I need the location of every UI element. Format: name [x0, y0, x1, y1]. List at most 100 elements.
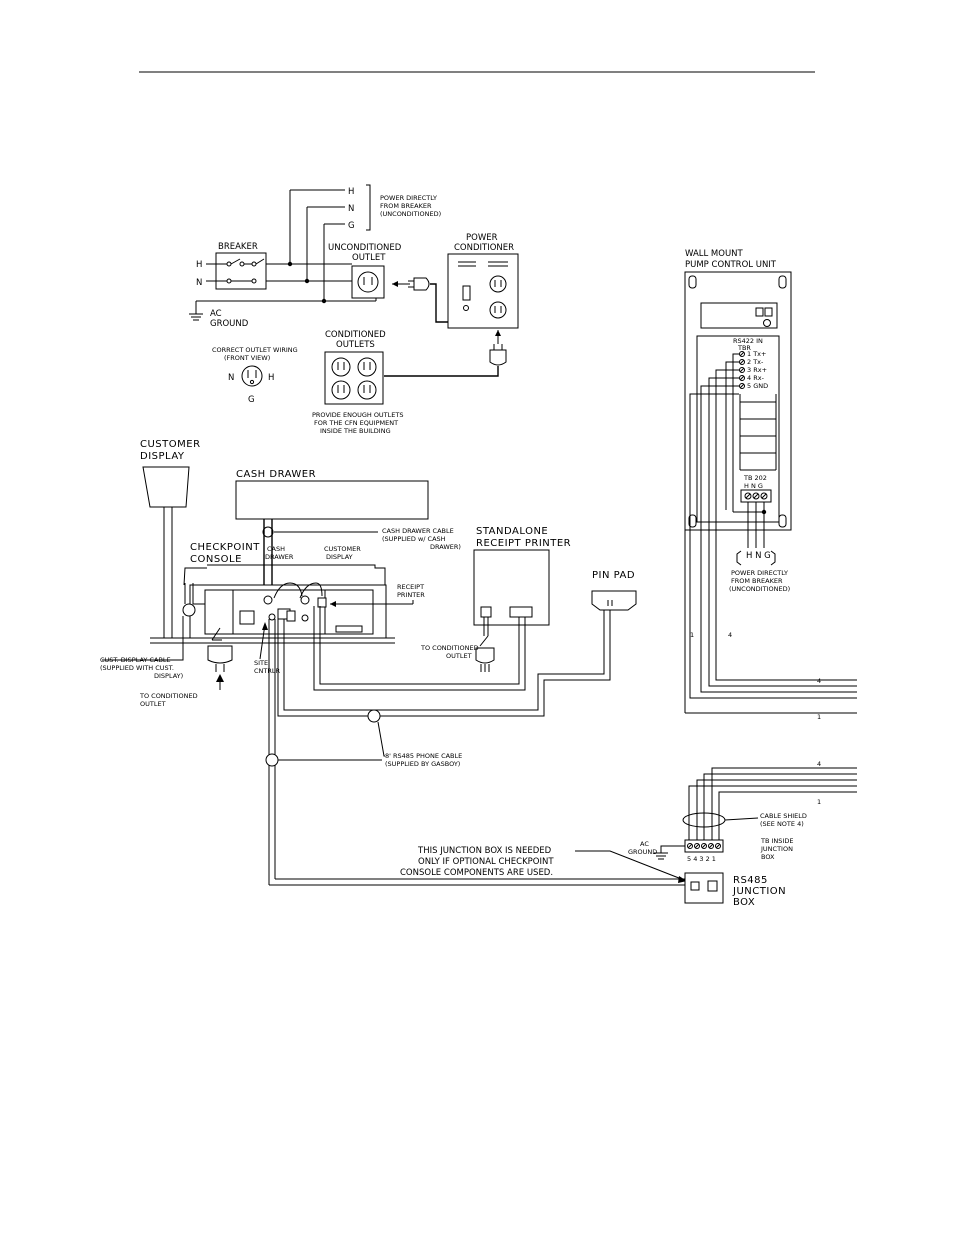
power-conditioner-label-1: POWER	[466, 233, 498, 243]
terminal-4-label: 4 Rx-	[747, 374, 765, 382]
wiring-h-label: H	[268, 373, 274, 383]
conditioner-receptacle-bottom	[489, 301, 507, 319]
site-cntrlr-label-1: SITE	[254, 659, 268, 667]
pcu-hng-bottom-label: H N G	[746, 551, 771, 561]
cash-drawer-cable-1: CASH DRAWER CABLE	[382, 527, 454, 535]
cash-drawer-label: CASH DRAWER	[236, 469, 316, 480]
rs422-terminal-block: 1 Tx+ 2 Tx- 3 Rx+ 4 Rx- 5 GND	[739, 350, 768, 390]
power-direct-note-3: (UNCONDITIONED)	[380, 210, 441, 218]
console-section: CUSTOMER DISPLAY CASH DRAWER CASH DRAWER…	[100, 439, 693, 886]
cust-display-cable-1: CUST. DISPLAY CABLE	[100, 656, 171, 664]
supply-h-label: H	[348, 187, 354, 197]
receipt-printer-port	[317, 597, 327, 608]
port-receipt-printer-label-1: RECEIPT	[397, 583, 424, 591]
phone-cable-label-2: (SUPPLIED BY GASBOY)	[385, 760, 460, 768]
cust-display-cable-3: DISPLAY)	[154, 672, 183, 680]
customer-display-label-2: DISPLAY	[140, 451, 185, 462]
supply-n-label: N	[348, 204, 354, 214]
ac-ground-label-2: GROUND	[210, 319, 249, 329]
unconditioned-outlet-label-2: OUTLET	[352, 253, 386, 263]
provide-note-1: PROVIDE ENOUGH OUTLETS	[312, 411, 403, 419]
console-plug-icon	[207, 645, 233, 664]
conditioner-plug-icon	[413, 277, 430, 291]
breaker-label: BREAKER	[218, 242, 258, 252]
ac-ground-label-1: AC	[210, 309, 222, 319]
rs485-label-1: RS485	[733, 875, 768, 886]
tb202-label: TB 202	[743, 474, 767, 482]
checkpoint-console-label-1: CHECKPOINT	[190, 542, 260, 553]
pcu-direct-note-2: FROM BREAKER	[731, 577, 783, 585]
rs485-label-2: JUNCTION	[732, 886, 786, 897]
pcu-wire-1-label: 1	[690, 631, 694, 639]
conditioned-outlets-plug-icon	[489, 349, 507, 366]
junction-ac-ground-2: GROUND	[628, 848, 657, 856]
port-cash-drawer-label-1: CASH	[267, 545, 285, 553]
terminal-2-label: 2 Tx-	[747, 358, 764, 366]
console-outlet-label-1: TO CONDITIONED	[139, 692, 198, 700]
power-section: H N G POWER DIRECTLY FROM BREAKER (UNCON…	[189, 184, 519, 435]
site-cntrlr-label-2: CNTRLR	[254, 667, 281, 675]
console-outlet-label-2: OUTLET	[140, 700, 166, 708]
pcu-wire-1	[689, 393, 857, 699]
conditioner-receptacle-top	[489, 275, 507, 293]
rs422-label-2: TBR	[737, 344, 751, 352]
junction-wire-1-label: 1	[817, 798, 821, 806]
junction-note-3: CONSOLE COMPONENTS ARE USED.	[400, 868, 553, 878]
provide-note-2: FOR THE CFN EQUIPMENT	[314, 419, 398, 427]
junction-wire-1	[718, 791, 857, 840]
supply-bracket	[366, 184, 371, 231]
rs422-label-1: RS422 IN	[733, 337, 763, 345]
breaker-h-label: H	[196, 260, 202, 270]
standalone-printer-label-2: RECEIPT PRINTER	[476, 538, 571, 549]
cash-drawer-port	[263, 595, 273, 605]
phone-cable-label-1: 8' RS485 PHONE CABLE	[385, 752, 462, 760]
pin-pad-label: PIN PAD	[592, 570, 635, 581]
provide-note-3: INSIDE THE BUILDING	[320, 427, 391, 435]
customer-display-unit	[142, 466, 190, 508]
junction-note-1: THIS JUNCTION BOX IS NEEDED	[417, 846, 552, 856]
breaker-n-label: N	[196, 278, 202, 288]
junction-terminal-numbers: 5 4 3 2 1	[687, 855, 716, 863]
unconditioned-outlet-receptacle	[357, 271, 379, 293]
port-customer-display-label-2: DISPLAY	[326, 553, 353, 561]
cash-drawer-cable-2: (SUPPLIED w/ CASH	[382, 535, 446, 543]
power-conditioner-label-2: CONDITIONER	[454, 243, 514, 253]
junction-ac-ground-1: AC	[640, 840, 649, 848]
pcu-title-1: WALL MOUNT	[685, 249, 744, 259]
port-receipt-printer-label-2: PRINTER	[397, 591, 425, 599]
wiring-g-label: G	[248, 395, 255, 405]
cash-drawer-cable-3: DRAWER)	[430, 543, 461, 551]
printer-outlet-label-2: OUTLET	[446, 652, 472, 660]
pcu-direct-note-3: (UNCONDITIONED)	[729, 585, 790, 593]
unconditioned-outlet-label-1: UNCONDITIONED	[328, 243, 402, 253]
customer-display-port	[300, 595, 310, 605]
correct-wiring-label-1: CORRECT OUTLET WIRING	[212, 346, 298, 354]
junction-note-2: ONLY IF OPTIONAL CHECKPOINT	[418, 857, 554, 867]
pcu-wire-4-label: 4	[728, 631, 732, 639]
junction-section: 4 1 CABLE SHIELD (SEE NOTE 4) 5 4 3 2 1 …	[400, 760, 857, 908]
terminal-1-label: 1 Tx+	[747, 350, 766, 358]
correct-wiring-outlet-icon	[241, 365, 263, 387]
tb202-hng-label: H N G	[744, 482, 763, 490]
pcu-wire-1-end-label: 1	[817, 713, 821, 721]
pcu-section: WALL MOUNT PUMP CONTROL UNIT RS422 IN TB…	[684, 249, 857, 721]
port-cash-drawer-label-2: DRAWER	[265, 553, 294, 561]
conditioner-switch-icon	[462, 285, 471, 301]
conditioned-outlets-label-2: OUTLETS	[336, 340, 375, 350]
conditioned-outlets-box	[324, 351, 384, 405]
checkpoint-console-label-2: CONSOLE	[190, 554, 242, 565]
power-conditioner-box	[447, 253, 519, 329]
pcu-wire-4-end-label: 4	[817, 677, 821, 685]
printer-plug-icon	[475, 647, 495, 664]
wiring-n-label: N	[228, 373, 234, 383]
conditioned-outlets-label-1: CONDITIONED	[325, 330, 386, 340]
pcu-wire-4	[715, 369, 857, 681]
standalone-printer-label-1: STANDALONE	[476, 526, 548, 537]
junction-wire-4-label: 4	[817, 760, 821, 768]
cable-shield-label-2: (SEE NOTE 4)	[760, 820, 804, 828]
power-direct-note-1: POWER DIRECTLY	[380, 194, 437, 202]
junction-note-leader	[575, 850, 685, 881]
pcu-direct-note-1: POWER DIRECTLY	[731, 569, 788, 577]
